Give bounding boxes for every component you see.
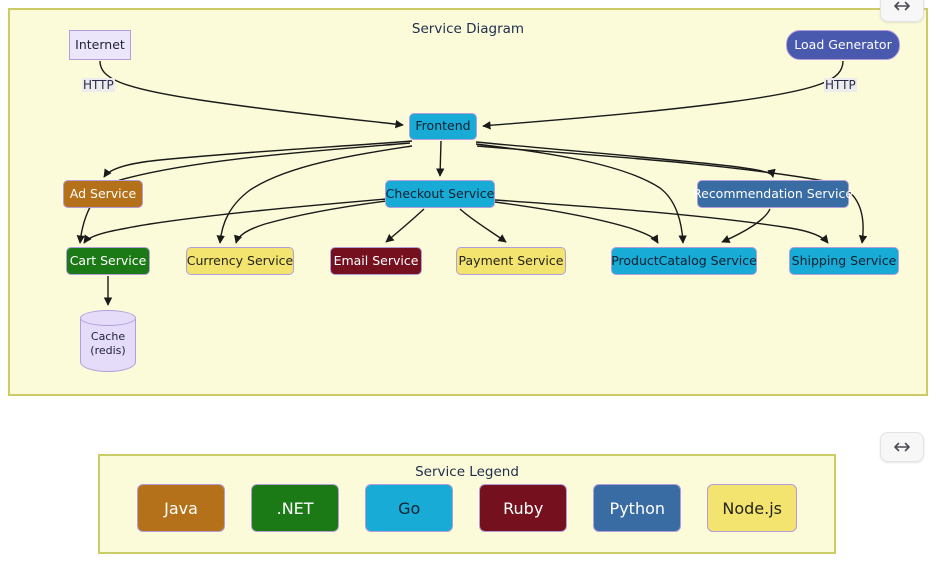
legend-chip-label: Node.js bbox=[722, 498, 782, 518]
legend-chip-python[interactable]: Python bbox=[593, 484, 682, 532]
node-label: Internet bbox=[75, 36, 125, 52]
legend-chip-dotnet[interactable]: .NET bbox=[251, 484, 340, 532]
node-label: Checkout Service bbox=[385, 185, 495, 201]
node-shipping-service[interactable]: Shipping Service bbox=[789, 247, 899, 275]
node-label: Email Service bbox=[333, 252, 419, 268]
resize-horizontal-icon bbox=[892, 440, 912, 454]
cache-label-line2: (redis) bbox=[90, 343, 126, 357]
cylinder-body bbox=[80, 318, 136, 372]
legend-chip-label: Python bbox=[609, 498, 666, 518]
node-cache-datastore[interactable]: Cache (redis) bbox=[80, 310, 136, 380]
edge-label-http-load-generator: HTTP bbox=[824, 78, 857, 93]
node-label: ProductCatalog Service bbox=[611, 252, 757, 268]
node-productcatalog-service[interactable]: ProductCatalog Service bbox=[611, 247, 757, 275]
node-currency-service[interactable]: Currency Service bbox=[186, 247, 294, 275]
node-checkout-service[interactable]: Checkout Service bbox=[385, 180, 495, 208]
node-cart-service[interactable]: Cart Service bbox=[66, 247, 150, 275]
legend-chip-ruby[interactable]: Ruby bbox=[479, 484, 568, 532]
legend-chip-go[interactable]: Go bbox=[365, 484, 454, 532]
node-label: Load Generator bbox=[794, 36, 892, 52]
node-label: Ad Service bbox=[69, 185, 137, 201]
node-email-service[interactable]: Email Service bbox=[330, 247, 422, 275]
node-label: Frontend bbox=[415, 118, 471, 134]
node-frontend[interactable]: Frontend bbox=[409, 113, 477, 140]
node-payment-service[interactable]: Payment Service bbox=[456, 247, 566, 275]
legend-chip-label: Ruby bbox=[503, 498, 544, 518]
legend-chip-nodejs[interactable]: Node.js bbox=[707, 484, 797, 532]
node-internet[interactable]: Internet bbox=[69, 30, 131, 60]
legend-title: Service Legend bbox=[415, 464, 519, 480]
cache-label: Cache (redis) bbox=[80, 330, 136, 358]
node-label: Currency Service bbox=[186, 252, 294, 268]
legend-chip-label: Go bbox=[398, 498, 421, 518]
node-recommendation-service[interactable]: Recommendation Service bbox=[693, 180, 853, 208]
service-legend-panel: Service Legend Java .NET Go Ruby Python … bbox=[98, 454, 836, 554]
resize-horizontal-icon bbox=[892, 0, 912, 13]
node-label: Recommendation Service bbox=[693, 185, 854, 201]
legend-items: Java .NET Go Ruby Python Node.js bbox=[100, 484, 834, 532]
diagram-resize-button[interactable] bbox=[880, 0, 924, 22]
node-label: Payment Service bbox=[458, 252, 564, 268]
legend-resize-button[interactable] bbox=[880, 432, 924, 462]
legend-chip-label: .NET bbox=[276, 498, 314, 518]
node-label: Cart Service bbox=[69, 252, 147, 268]
cache-label-line1: Cache bbox=[90, 330, 126, 343]
node-load-generator[interactable]: Load Generator bbox=[786, 30, 900, 60]
cylinder-top-ellipse bbox=[80, 310, 136, 326]
node-ad-service[interactable]: Ad Service bbox=[63, 180, 143, 208]
legend-chip-label: Java bbox=[164, 498, 198, 518]
legend-chip-java[interactable]: Java bbox=[137, 484, 226, 532]
node-label: Shipping Service bbox=[791, 252, 897, 268]
edge-label-http-internet: HTTP bbox=[82, 78, 115, 93]
